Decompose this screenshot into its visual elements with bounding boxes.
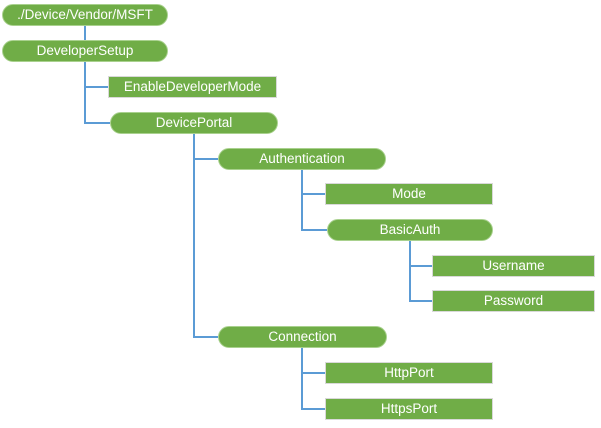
node-basic-auth: BasicAuth: [327, 219, 493, 241]
node-mode: Mode: [325, 183, 493, 205]
connector-line: [85, 86, 108, 88]
connector-line: [301, 170, 303, 231]
connector-line: [84, 26, 86, 40]
node-http-port: HttpPort: [325, 362, 493, 384]
node-password: Password: [432, 290, 595, 312]
connector-line: [193, 134, 195, 338]
connector-line: [410, 300, 432, 302]
node-connection: Connection: [218, 326, 387, 348]
node-username: Username: [432, 255, 595, 277]
connector-line: [301, 348, 303, 410]
connector-line: [302, 408, 325, 410]
node-root: ./Device/Vendor/MSFT: [2, 4, 168, 26]
connector-line: [410, 265, 432, 267]
connector-line: [302, 193, 325, 195]
connector-line: [302, 372, 325, 374]
connector-line: [194, 158, 218, 160]
connector-line: [302, 229, 327, 231]
connector-line: [194, 336, 218, 338]
node-developer-setup: DeveloperSetup: [2, 40, 168, 62]
node-enable-developer-mode: EnableDeveloperMode: [108, 76, 277, 98]
connector-line: [409, 241, 411, 302]
connector-line: [85, 122, 110, 124]
node-device-portal: DevicePortal: [110, 112, 278, 134]
connector-line: [84, 62, 86, 124]
node-https-port: HttpsPort: [325, 398, 493, 420]
node-authentication: Authentication: [218, 148, 386, 170]
